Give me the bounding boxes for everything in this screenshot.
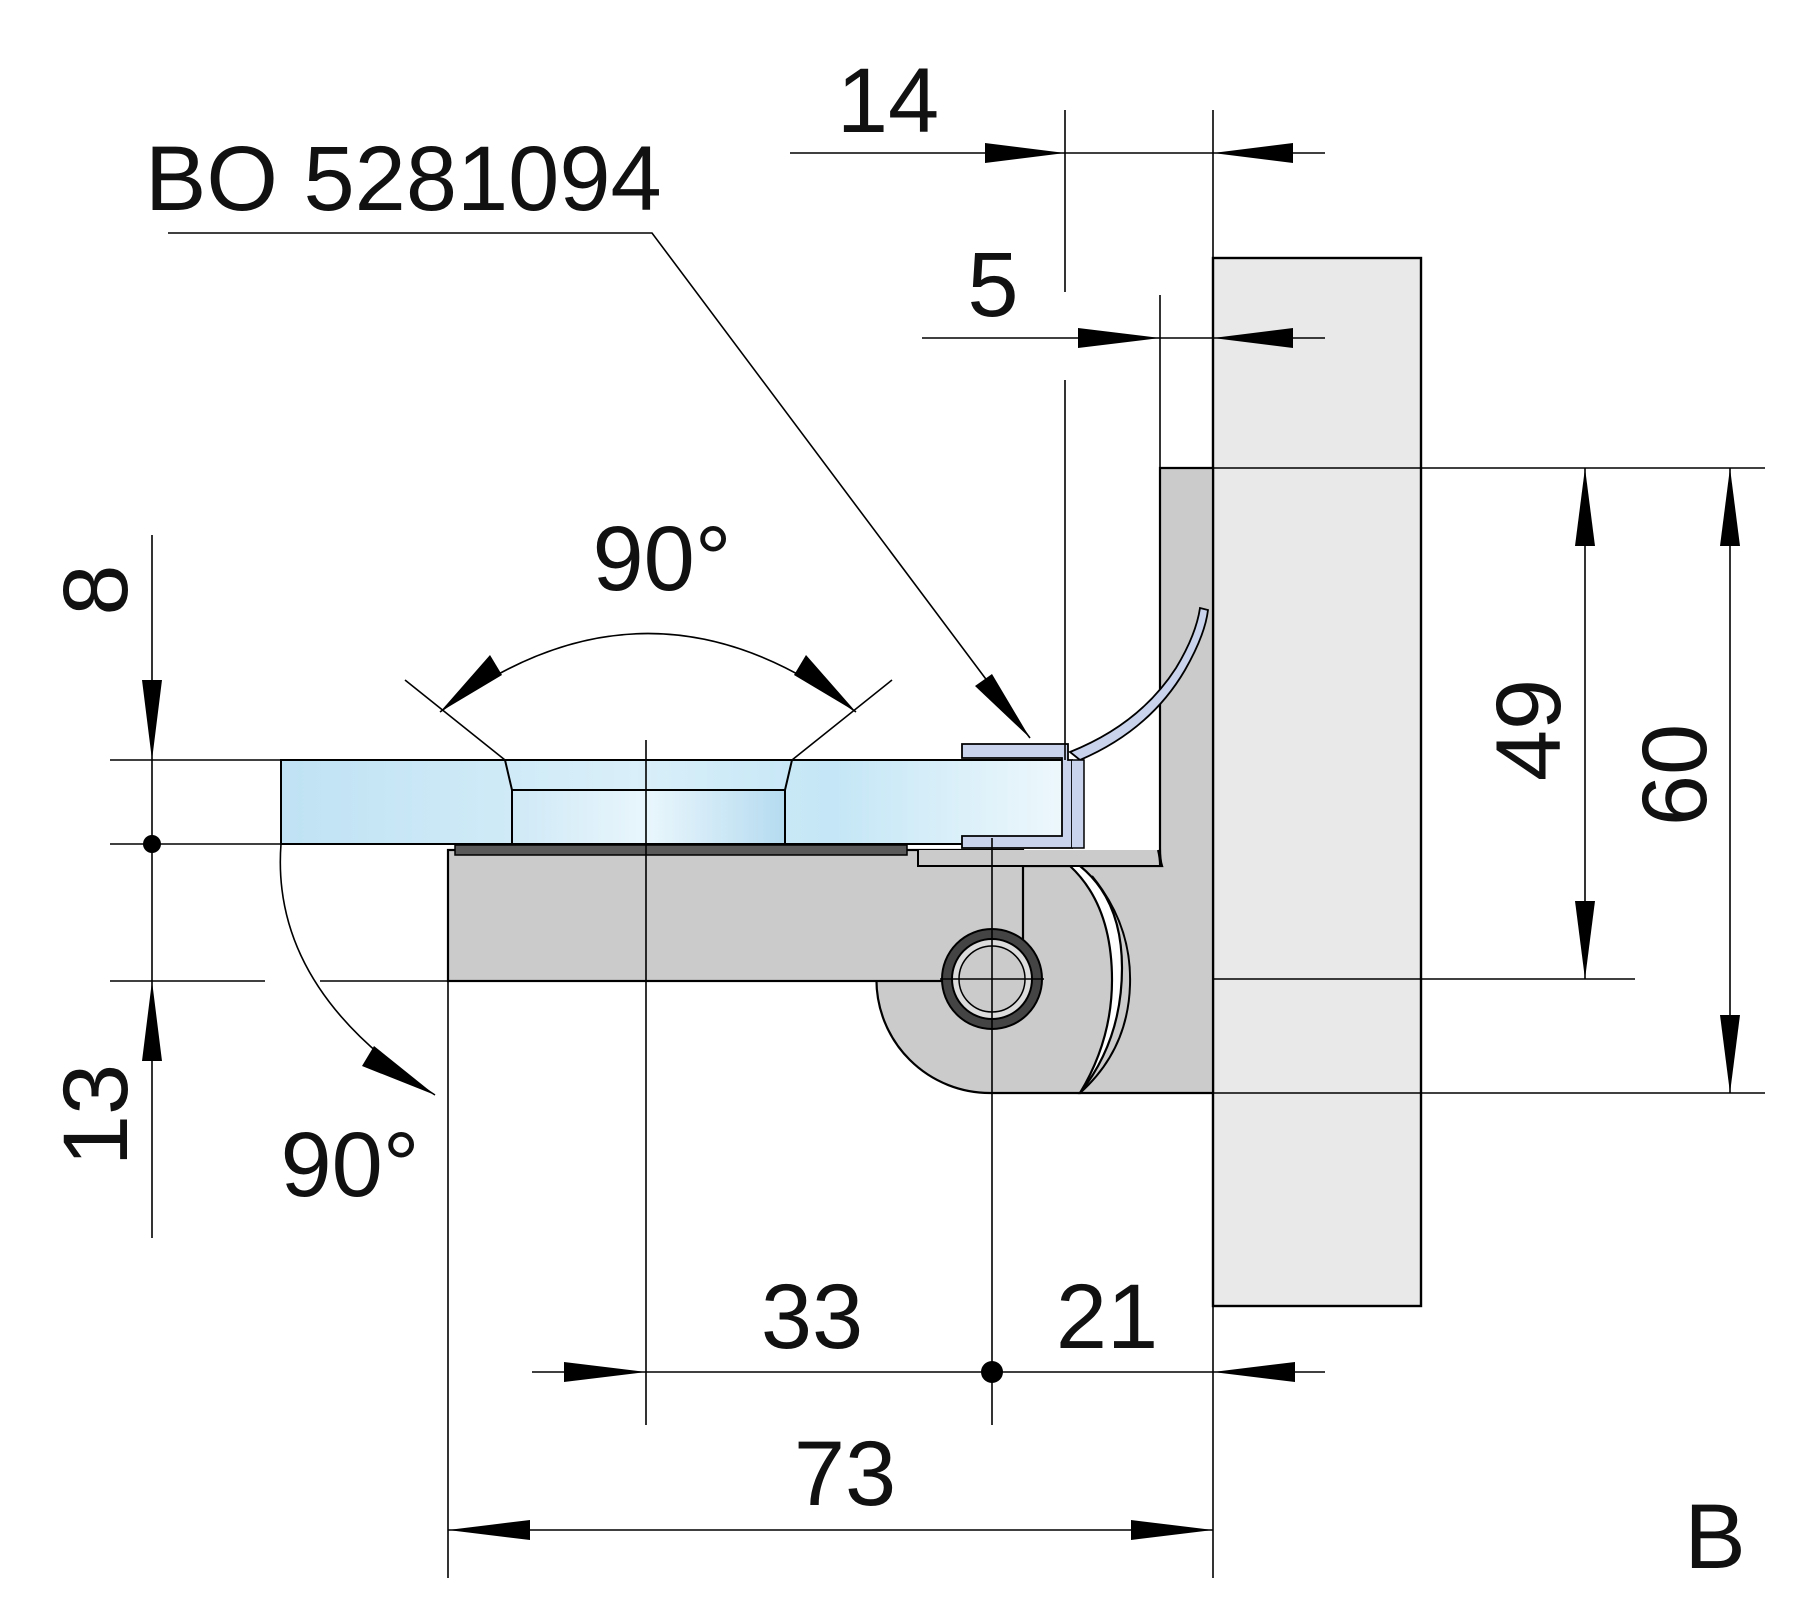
callout-arrow bbox=[975, 674, 1030, 738]
knuckle-relief bbox=[1079, 875, 1132, 1094]
seal-flap bbox=[1068, 606, 1209, 762]
glass-recess bbox=[511, 789, 786, 845]
dim-60-arrow-top bbox=[1720, 468, 1740, 546]
hinge-wall-leaf bbox=[1076, 466, 1215, 1095]
dim-33-arrow bbox=[564, 1362, 646, 1382]
leaf-to-knuckle bbox=[917, 849, 1162, 867]
dim-73-label: 73 bbox=[794, 1423, 896, 1525]
dim-14-arrow-right bbox=[1213, 143, 1293, 163]
dim-8-label: 8 bbox=[45, 564, 147, 615]
dim-13-label: 13 bbox=[45, 1064, 147, 1166]
dim-5-label: 5 bbox=[967, 234, 1018, 336]
dim-left-dot bbox=[143, 835, 161, 853]
wall-panel bbox=[1211, 256, 1423, 1308]
angle-top-label: 90° bbox=[592, 508, 731, 610]
seal-clip bbox=[1072, 759, 1085, 849]
dim-5-arrow-right bbox=[1213, 328, 1293, 348]
dim-73-arrow-right bbox=[1131, 1520, 1213, 1540]
dim-33-label: 33 bbox=[761, 1266, 863, 1368]
angle-bottom-arc bbox=[279, 843, 436, 1096]
dim-73-arrow-left bbox=[448, 1520, 530, 1540]
dim-13-arrow bbox=[142, 981, 162, 1061]
angle-top-arrow-left bbox=[440, 655, 502, 712]
dim-14-label: 14 bbox=[837, 50, 939, 152]
dim-49-arrow-bottom bbox=[1575, 901, 1595, 979]
dim-21-arrow bbox=[1213, 1362, 1295, 1382]
dim-60-label: 60 bbox=[1624, 724, 1726, 826]
part-callout-label: BO 5281094 bbox=[145, 128, 662, 230]
dim-49-arrow-top bbox=[1575, 468, 1595, 546]
view-label: B bbox=[1684, 1486, 1745, 1588]
angle-top-leg-left bbox=[404, 679, 506, 761]
angle-top-leg-right bbox=[791, 679, 893, 761]
dim-60-arrow-bottom bbox=[1720, 1015, 1740, 1093]
hinge-glass-leaf bbox=[446, 848, 1025, 983]
dim-14-arrow-left bbox=[985, 143, 1065, 163]
dim-8-arrow bbox=[142, 680, 162, 760]
seal-profile bbox=[961, 743, 1073, 849]
dim-21-label: 21 bbox=[1056, 1266, 1158, 1368]
dim-49-label: 49 bbox=[1478, 679, 1580, 781]
angle-top-arc bbox=[439, 632, 857, 713]
dim-5-arrow-left bbox=[1078, 328, 1160, 348]
angle-top-arrow-right bbox=[794, 655, 856, 712]
angle-bottom-label: 90° bbox=[280, 1114, 419, 1216]
callout-leader bbox=[168, 232, 1031, 739]
dim-33-21-dot bbox=[981, 1361, 1003, 1383]
angle-bottom-arrow bbox=[362, 1046, 435, 1095]
gasket-strip bbox=[454, 844, 908, 856]
